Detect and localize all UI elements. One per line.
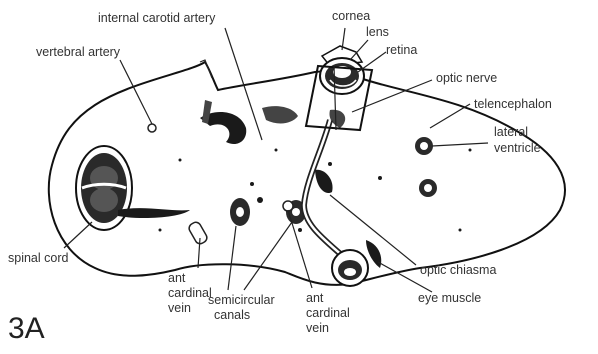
label-spinal-cord: spinal cord bbox=[8, 251, 68, 265]
spinal-cord bbox=[76, 146, 132, 230]
label-optic-chiasma: optic chiasma bbox=[420, 263, 496, 277]
label-eye-muscle: eye muscle bbox=[418, 291, 481, 305]
eye-top bbox=[320, 46, 364, 94]
label-optic-nerve: optic nerve bbox=[436, 71, 497, 85]
label-ant-cardinal-vein-left-2: cardinal bbox=[168, 286, 212, 300]
label-internal-carotid-artery: internal carotid artery bbox=[98, 11, 216, 25]
label-ant-cardinal-vein-left-1: ant bbox=[168, 271, 186, 285]
label-ant-cardinal-vein-right-1: ant bbox=[306, 291, 324, 305]
label-retina: retina bbox=[386, 43, 417, 57]
label-telencephalon: telencephalon bbox=[474, 97, 552, 111]
label-ant-cardinal-vein-right-2: cardinal bbox=[306, 306, 350, 320]
ant-cardinal-vein-right bbox=[283, 201, 293, 211]
lateral-ventricle bbox=[415, 137, 433, 155]
label-ant-cardinal-vein-right-3: vein bbox=[306, 321, 329, 335]
label-lateral-ventricle-2: ventricle bbox=[494, 141, 541, 155]
label-semicircular-canals-2: canals bbox=[214, 308, 250, 322]
eye-bottom bbox=[332, 250, 368, 286]
label-lens: lens bbox=[366, 25, 389, 39]
label-cornea: cornea bbox=[332, 9, 370, 23]
telencephalon-ventricle-2 bbox=[419, 179, 437, 197]
label-lateral-ventricle-1: lateral bbox=[494, 125, 528, 139]
figure-label: 3A bbox=[8, 312, 45, 345]
label-ant-cardinal-vein-left-3: vein bbox=[168, 301, 191, 315]
label-vertebral-artery: vertebral artery bbox=[36, 45, 121, 59]
label-semicircular-canals-1: semicircular bbox=[208, 293, 275, 307]
